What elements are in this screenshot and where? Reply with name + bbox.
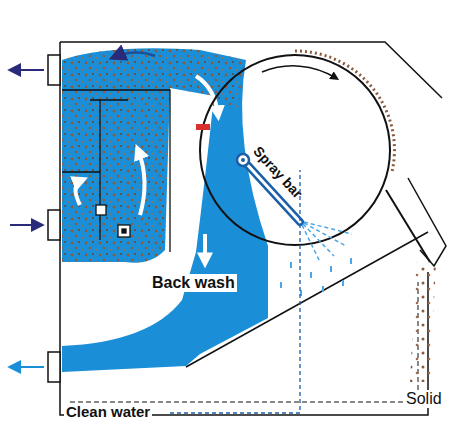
inlet-chamber <box>62 90 170 252</box>
flow-label: Back wash <box>150 274 237 292</box>
spray-bar <box>237 154 352 296</box>
pipes <box>10 55 60 382</box>
drum <box>196 51 394 245</box>
overflow-arrow <box>112 52 155 58</box>
flow-label: Clean water <box>64 403 152 420</box>
housing <box>60 42 442 415</box>
solids-chute <box>386 178 446 382</box>
part-label: Solid <box>404 390 444 408</box>
water <box>62 48 268 372</box>
flow-arrows <box>75 76 218 262</box>
